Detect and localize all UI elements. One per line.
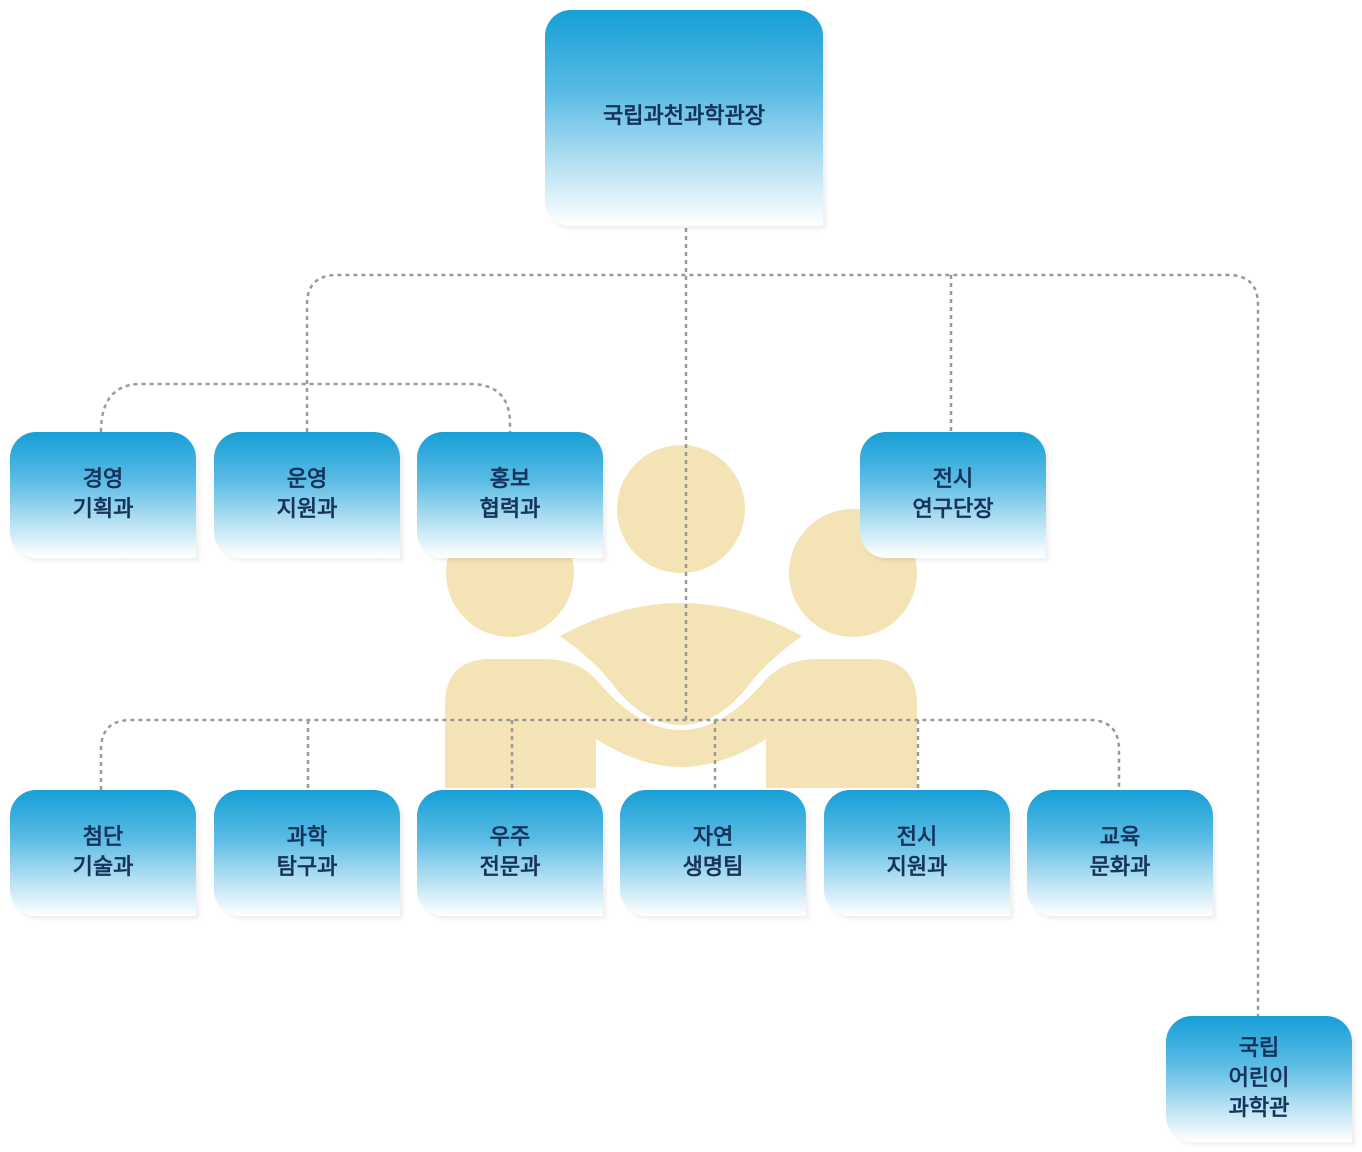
node-label: 경영 기획과	[72, 467, 134, 522]
node-operations-support[interactable]: 운영 지원과	[214, 432, 400, 558]
people-icon-center-head	[617, 445, 745, 573]
node-label: 첨단 기술과	[72, 825, 134, 880]
node-pr-cooperation[interactable]: 홍보 협력과	[417, 432, 603, 558]
node-education-culture[interactable]: 교육 문화과	[1027, 790, 1213, 916]
node-exhibition-research[interactable]: 전시 연구단장	[860, 432, 1046, 558]
node-children-museum[interactable]: 국립 어린이 과학관	[1166, 1016, 1352, 1142]
connector-support-bus	[99, 382, 512, 433]
node-label: 전시 지원과	[886, 825, 948, 880]
node-director[interactable]: 국립과천과학관장	[545, 10, 823, 226]
people-icon-center-body	[560, 603, 802, 725]
node-label: 우주 전문과	[479, 825, 541, 880]
node-label: 운영 지원과	[276, 467, 338, 522]
connector-upper-bus	[305, 273, 1260, 1016]
node-director-label: 국립과천과학관장	[603, 104, 765, 129]
connector-lower-bus	[99, 718, 1121, 790]
node-label: 전시 연구단장	[912, 467, 994, 522]
node-exhibition-support[interactable]: 전시 지원과	[824, 790, 1010, 916]
node-management-planning[interactable]: 경영 기획과	[10, 432, 196, 558]
node-nature-life[interactable]: 자연 생명팀	[620, 790, 806, 916]
node-label: 교육 문화과	[1089, 825, 1151, 880]
node-label: 홍보 협력과	[479, 467, 541, 522]
people-icon-right-body	[681, 659, 917, 788]
node-space-specialty[interactable]: 우주 전문과	[417, 790, 603, 916]
node-science-exploration[interactable]: 과학 탐구과	[214, 790, 400, 916]
node-label: 국립 어린이 과학관	[1228, 1036, 1290, 1121]
people-icon-left-body	[445, 659, 681, 788]
node-advanced-tech[interactable]: 첨단 기술과	[10, 790, 196, 916]
node-label: 과학 탐구과	[276, 825, 338, 880]
node-label: 자연 생명팀	[682, 825, 744, 880]
